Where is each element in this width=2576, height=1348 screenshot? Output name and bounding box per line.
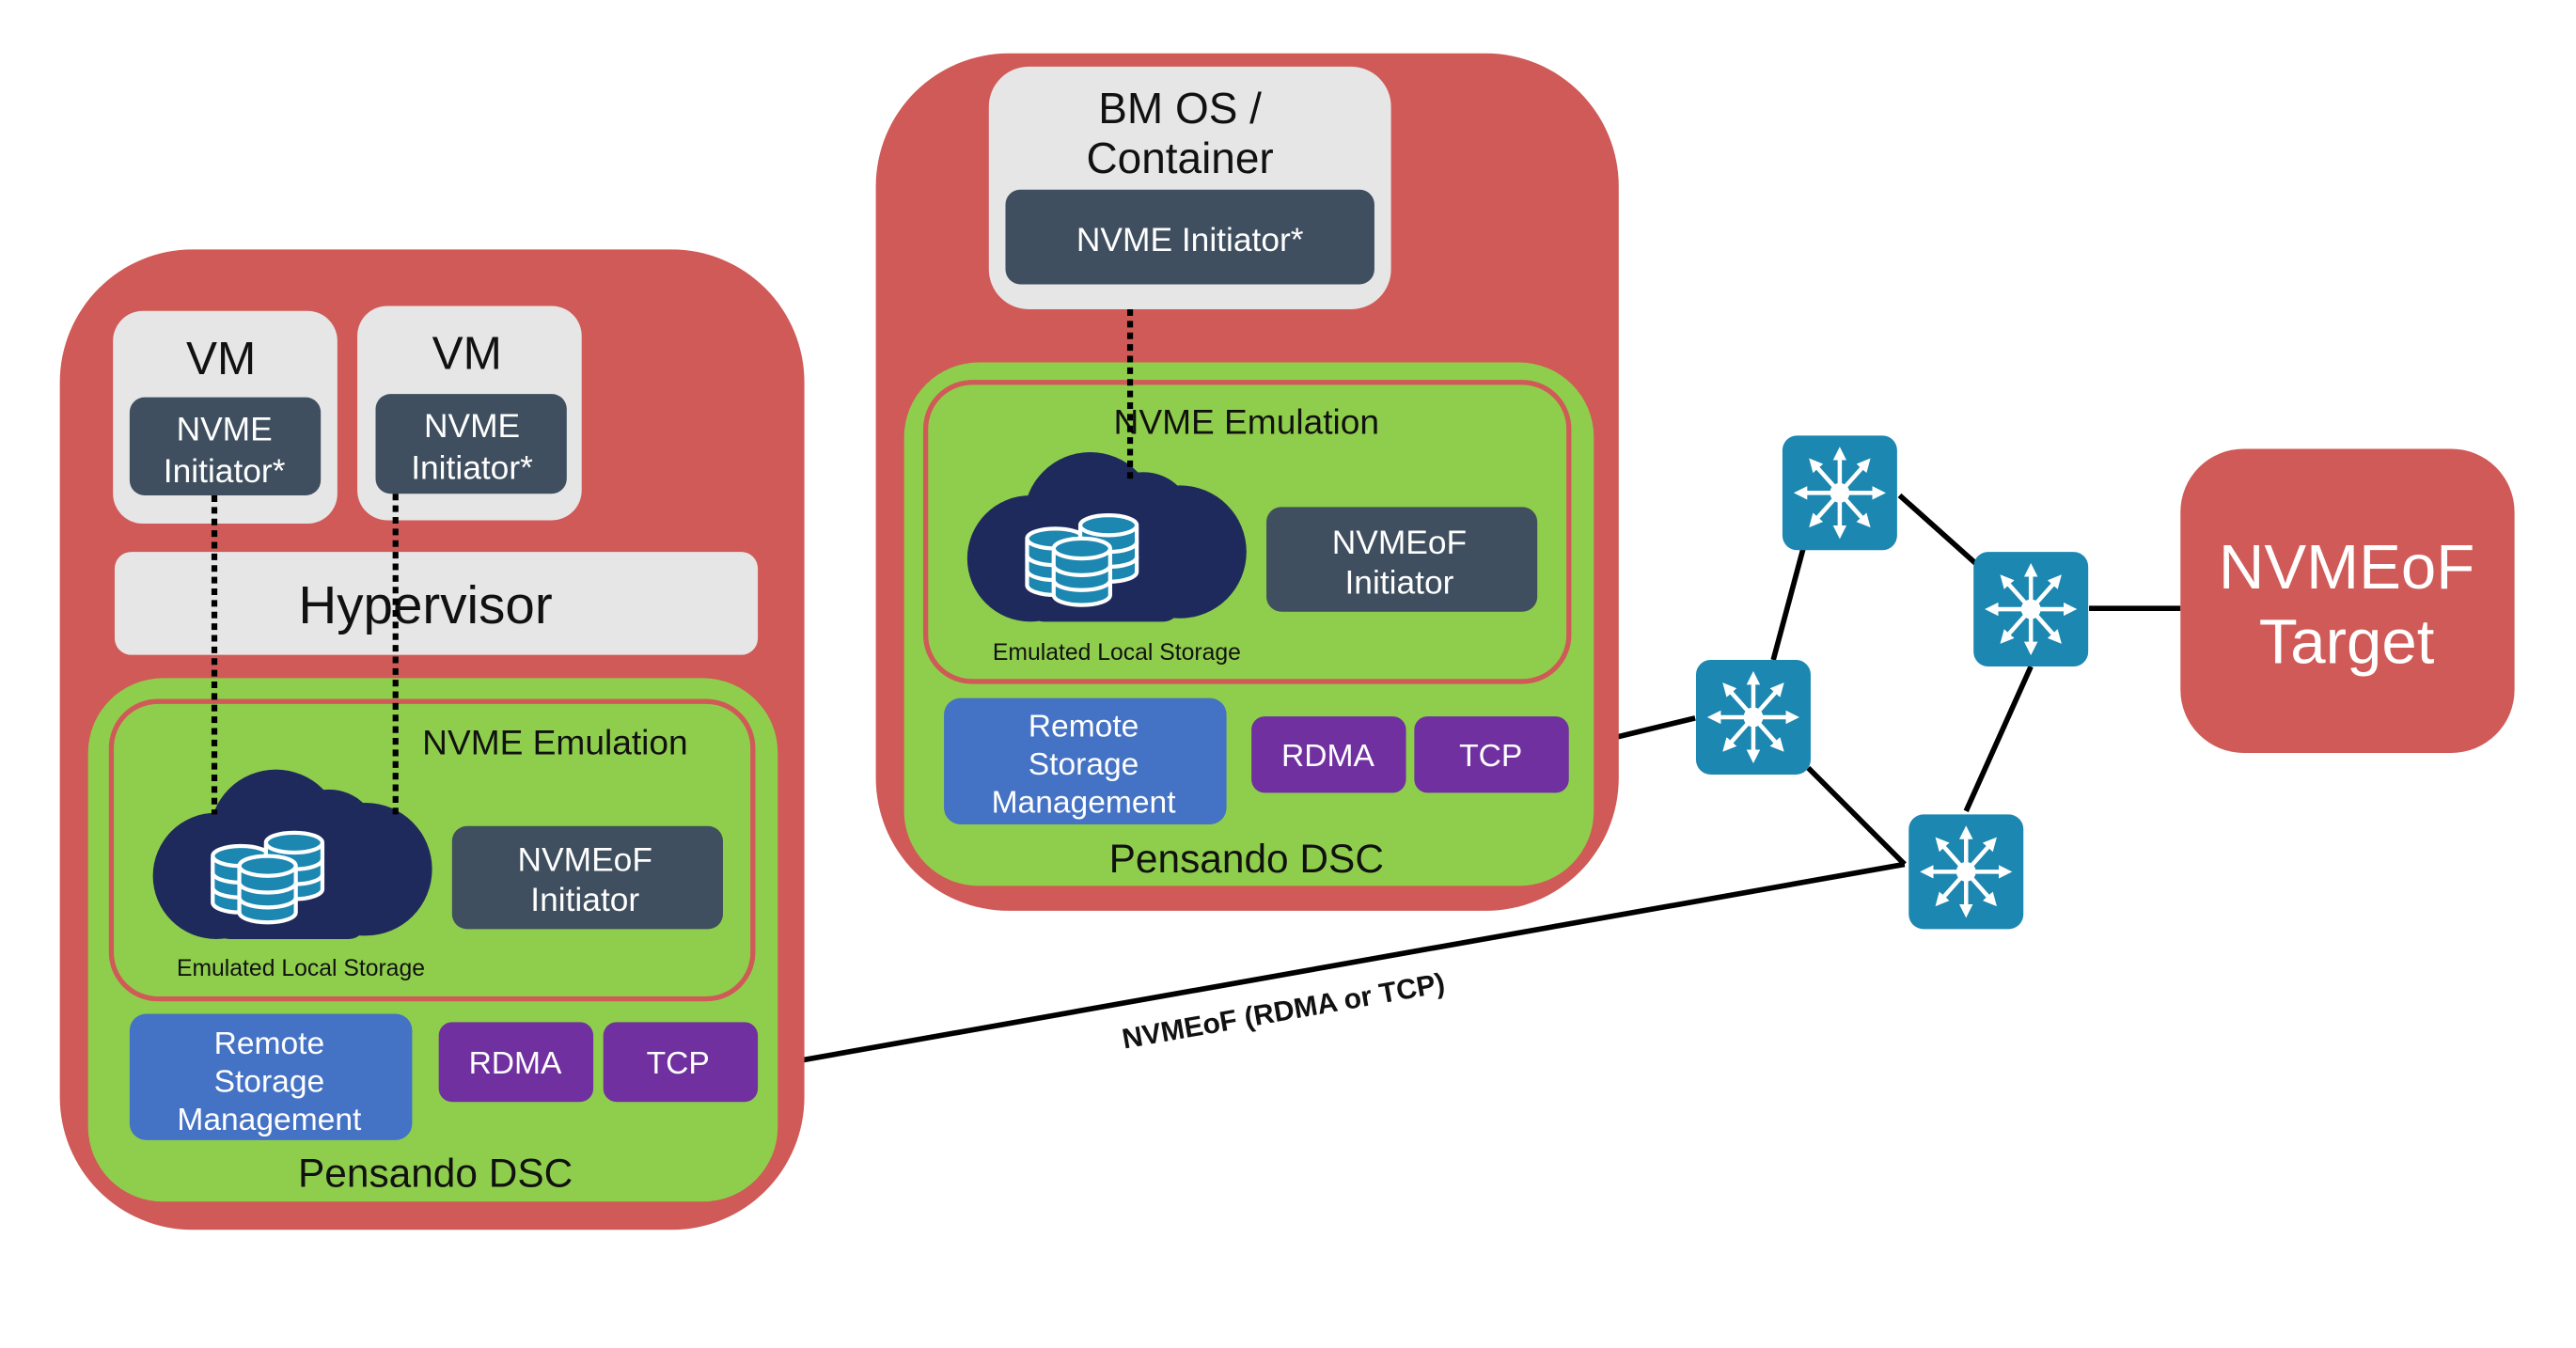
rdma-box <box>438 1022 594 1103</box>
network-switch-icon-3 <box>1696 660 1811 775</box>
hypervisor-box <box>114 552 759 655</box>
network-switch-icon-1 <box>1783 435 1897 550</box>
right-pensando-dsc: NVME Emulation Emulated Local Storage NV… <box>903 362 1594 886</box>
tcp-box <box>603 1022 759 1103</box>
link-switch1-switch2 <box>1897 493 1980 568</box>
svg-text:RDMA: RDMA <box>1281 739 1374 774</box>
network-switch-icon-4 <box>1908 814 2023 929</box>
remote-storage-management-box <box>944 698 1227 824</box>
nvme-emulation-label: NVME Emulation <box>422 723 688 762</box>
svg-text:RDMA: RDMA <box>469 1046 562 1081</box>
link-label: NVMEoF (RDMA or TCP) <box>1120 968 1447 1056</box>
vm-1-nvme-initiator <box>129 397 322 495</box>
nvme-emulation-area <box>108 698 756 1002</box>
svg-text:BM OS /Container: BM OS /Container <box>1086 84 1273 182</box>
remote-storage-management-box <box>129 1013 413 1140</box>
nvmeof-initiator-box <box>451 825 723 930</box>
link-switch1-switch3 <box>1770 547 1806 661</box>
svg-text:TCP: TCP <box>1459 739 1522 774</box>
svg-text:TCP: TCP <box>647 1046 710 1081</box>
tcp-box <box>1414 716 1569 793</box>
emulated-storage-label: Emulated Local Storage <box>993 640 1241 666</box>
link-switch3-switch4 <box>1806 765 1907 867</box>
dsc-name: Pensando DSC <box>298 1151 573 1195</box>
nvme-emulation-label: NVME Emulation <box>1114 402 1380 442</box>
right-host: BM OS /Container NVME Initiator* NVME Em… <box>875 53 1619 911</box>
dsc-name: Pensando DSC <box>1109 837 1384 881</box>
hypervisor-label: Hypervisor <box>298 575 552 635</box>
vm-2-nvme-initiator <box>375 394 567 494</box>
vm-1-title: VM <box>186 333 256 384</box>
rdma-box <box>1251 716 1406 793</box>
emulated-storage-label: Emulated Local Storage <box>177 956 425 981</box>
left-pensando-dsc: NVME Emulation Emulated Local Storage NV… <box>87 678 778 1202</box>
nvme-initiator-box <box>1005 189 1374 285</box>
link-left-dsc-to-switch <box>772 861 1906 1069</box>
vm-2-title: VM <box>432 328 502 380</box>
nvme-emulation-area <box>922 380 1572 684</box>
nvmeof-initiator-box <box>1266 507 1538 612</box>
network-switch-icon-2 <box>1973 552 2088 666</box>
svg-text:NVME Initiator*: NVME Initiator* <box>1076 222 1304 259</box>
link-switch2-switch4 <box>1963 665 2034 812</box>
